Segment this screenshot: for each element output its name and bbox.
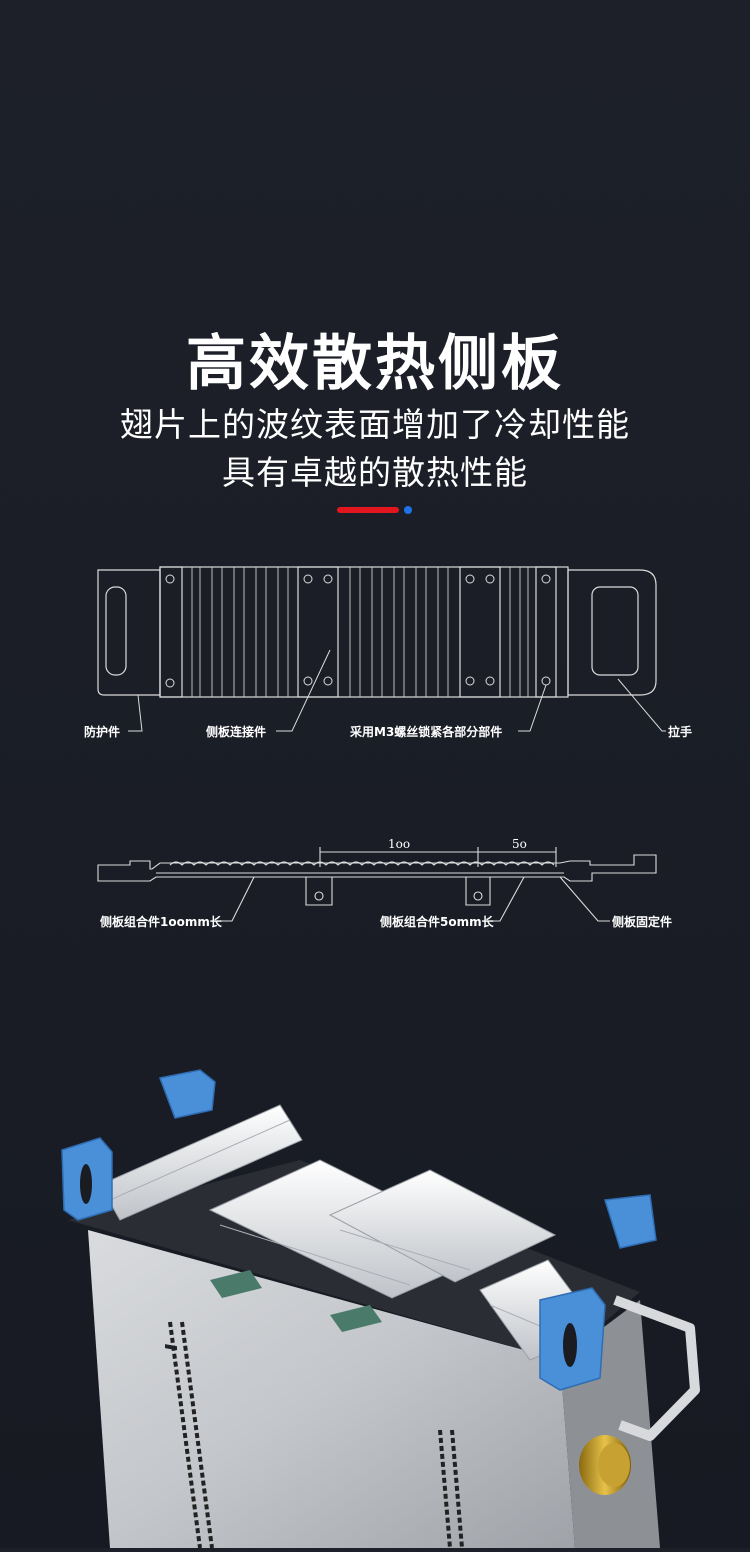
dimension-50: 5o bbox=[512, 837, 527, 851]
chassis-heatsink-render bbox=[61, 1069, 700, 1549]
product-render bbox=[0, 1060, 750, 1549]
divider-blue-dot bbox=[404, 506, 412, 514]
label-guard: 防护件 bbox=[84, 725, 121, 739]
label-assembly-100: 侧板组合件1oomm长 bbox=[100, 915, 222, 929]
label-screws: 采用M3螺丝锁紧各部分部件 bbox=[350, 725, 503, 739]
side-view-drawing bbox=[97, 847, 657, 922]
subtitle-line-1: 翅片上的波纹表面增加了冷却性能 bbox=[120, 405, 630, 444]
subtitle-line-2: 具有卓越的散热性能 bbox=[222, 453, 528, 492]
dimension-100: 1oo bbox=[388, 837, 411, 851]
page-title: 高效散热侧板 bbox=[186, 329, 564, 399]
top-view-drawing bbox=[97, 566, 666, 732]
label-handle: 拉手 bbox=[668, 725, 693, 739]
divider-red-bar bbox=[337, 507, 399, 513]
label-assembly-50: 侧板组合件5omm长 bbox=[380, 915, 494, 929]
label-connector: 侧板连接件 bbox=[206, 725, 267, 739]
label-fixing: 侧板固定件 bbox=[612, 915, 673, 929]
top-view-diagram: 防护件 侧板连接件 采用M3螺丝锁紧各部分部件 拉手 bbox=[0, 555, 750, 755]
side-view-diagram: 1oo 5o 侧板组合件1oomm长 侧板组合件5omm长 侧板固定件 bbox=[0, 825, 750, 945]
